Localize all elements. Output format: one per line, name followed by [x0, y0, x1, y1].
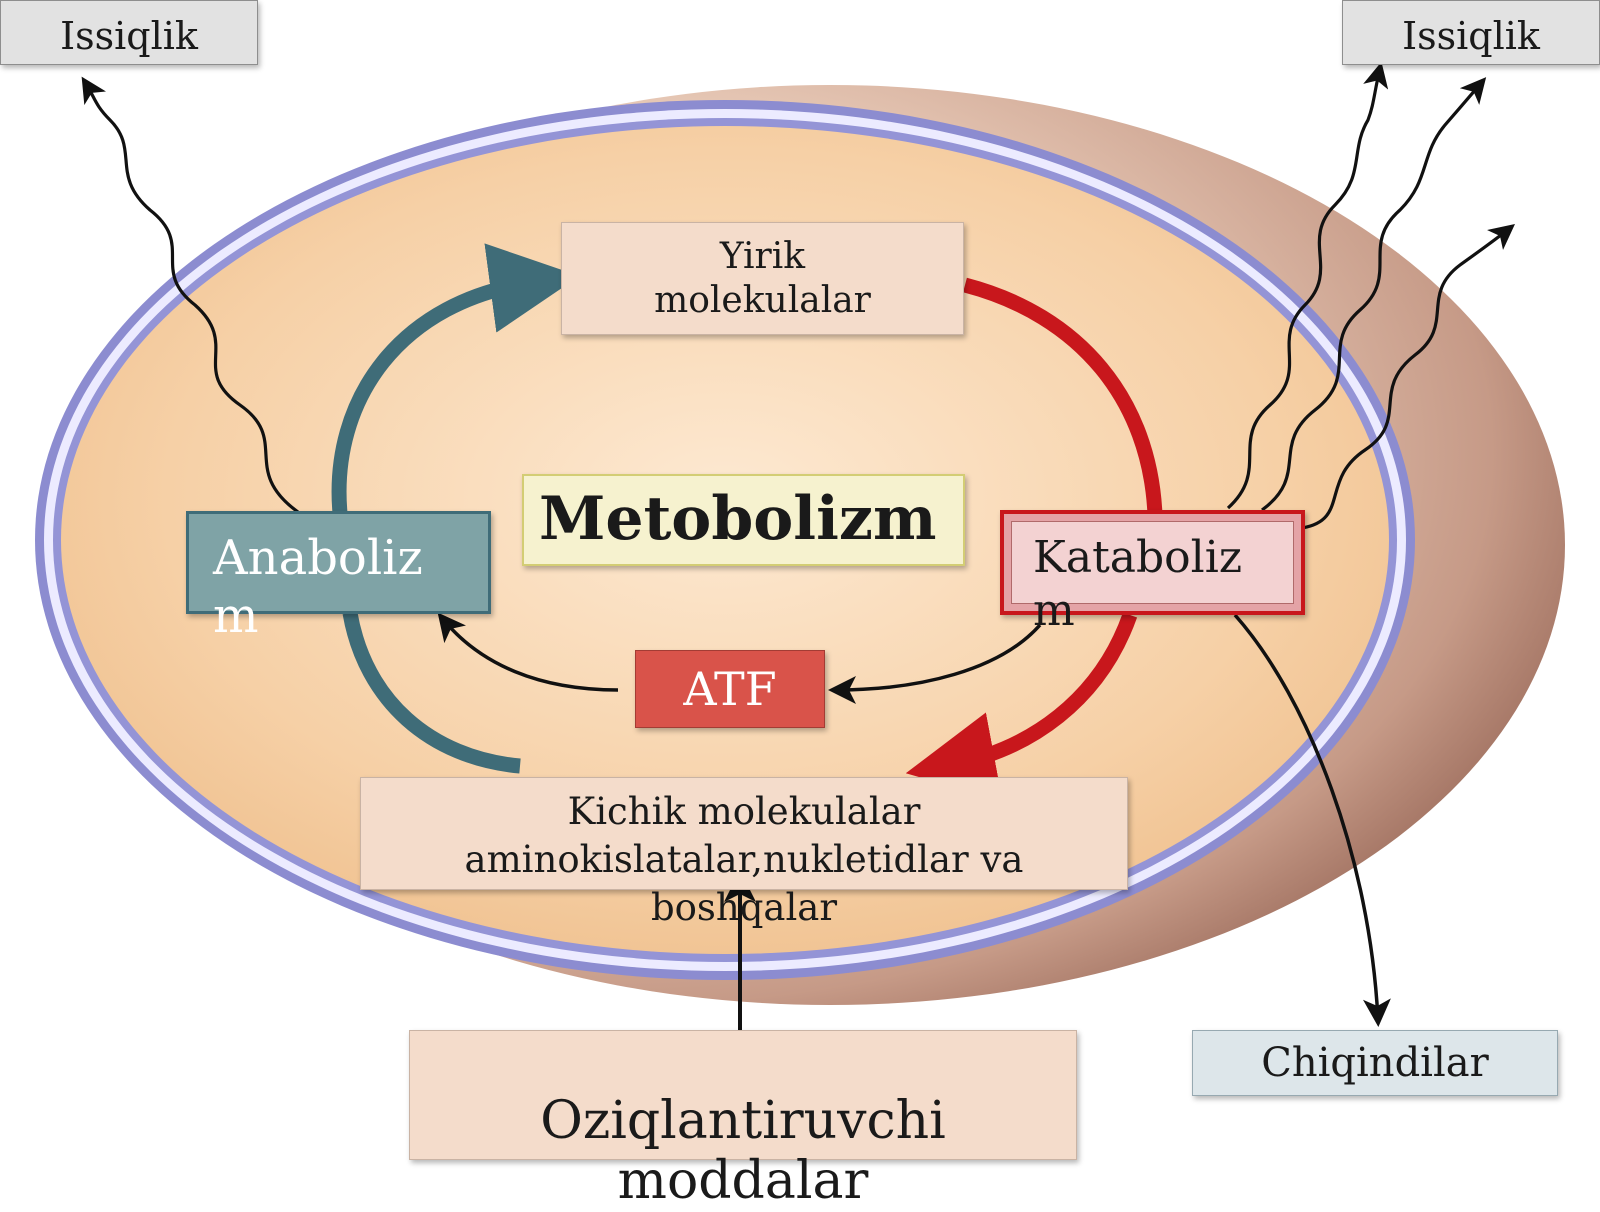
catabolism-text: Katabolizm — [1033, 532, 1242, 636]
anabolism-arrow-up — [331, 243, 580, 514]
anabolism-arrow-down — [342, 611, 521, 774]
small-molecules-box: Kichik molekulalar aminokislatalar,nukle… — [360, 777, 1128, 929]
nutrients-text: Oziqlantiruvchi moddalar — [540, 1091, 946, 1212]
catabolism-arrow-top — [963, 277, 1163, 516]
metabolism-title-box: Metobolizm — [522, 474, 965, 566]
atp-arrow-from-catabolism — [828, 623, 1042, 704]
heat-label-left: Issiqlik — [0, 0, 258, 65]
heat-label-right: Issiqlik — [1342, 0, 1600, 65]
large-molecules-text: Yirik molekulalar — [654, 236, 871, 321]
waste-box: Chiqindilar — [1192, 1030, 1558, 1096]
waste-text: Chiqindilar — [1261, 1039, 1489, 1086]
heat-wave-left — [81, 76, 299, 514]
atp-arrow-to-anabolism — [437, 612, 619, 692]
small-molecules-text: Kichik molekulalar aminokislatalar,nukle… — [464, 790, 1024, 930]
large-molecules-box: Yirik molekulalar — [561, 222, 964, 335]
nutrients-box: Oziqlantiruvchi moddalar — [409, 1030, 1077, 1211]
heat-wave-right-1 — [1226, 61, 1389, 510]
heat-left-text: Issiqlik — [60, 14, 198, 58]
atp-box: ATF — [635, 650, 825, 728]
atp-text: ATF — [683, 661, 777, 716]
anabolism-text: Anabolizm — [213, 530, 423, 644]
heat-wave-right-3 — [1301, 224, 1515, 530]
anabolism-box: Anabolizm — [186, 511, 491, 644]
catabolism-inner: Katabolizm — [1011, 521, 1294, 636]
waste-arrow — [1233, 613, 1391, 1027]
heat-wave-right-2 — [1261, 77, 1487, 512]
heat-right-text: Issiqlik — [1402, 14, 1540, 58]
catabolism-box: Katabolizm — [1000, 510, 1305, 636]
metabolism-title: Metobolizm — [539, 484, 937, 555]
catabolism-arrow-bottom — [905, 612, 1138, 801]
